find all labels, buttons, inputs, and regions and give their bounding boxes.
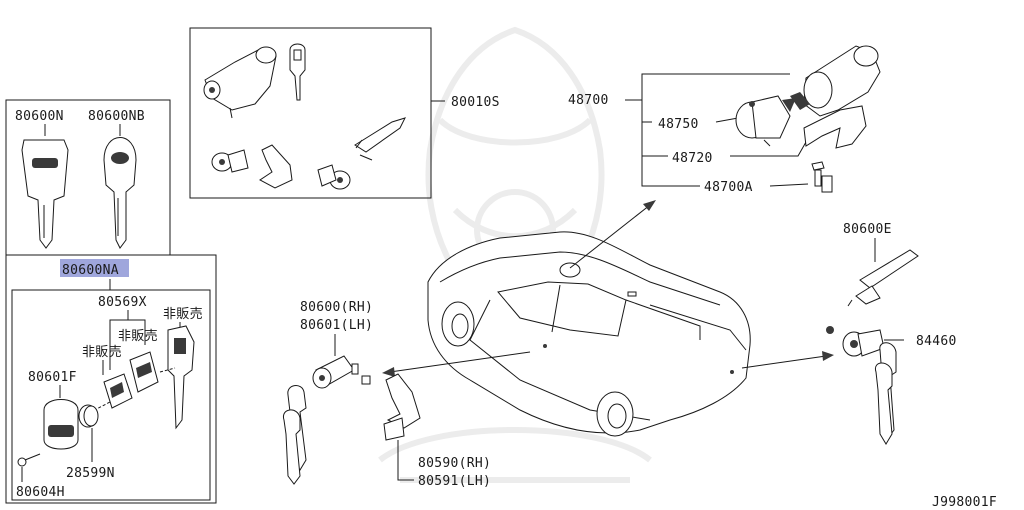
label-80590-rh: 80590(RH) [418,456,491,471]
trunk-rod-part[interactable] [847,249,919,307]
door-keys-part[interactable] [282,385,307,485]
trunk-lock-group: 80600E 84460 [826,222,957,445]
door-lock-group: 80600(RH) 80601(LH) 80590(RH) 80591(LH) [282,300,491,489]
door-rod-bracket-part[interactable] [383,373,421,441]
rear-wheel [596,391,634,437]
steering-lock-part[interactable] [203,46,277,119]
label-not-for-sale-1: 非販売 [163,306,203,322]
kit-bracket[interactable] [259,144,293,189]
label-80600N: 80600N [15,109,64,124]
key-80600NB[interactable] [103,137,137,249]
diagram-code: J998001F [932,495,997,510]
circuit-board-part[interactable] [129,351,159,393]
label-80600NA: 80600NA [62,263,119,278]
car-illustration [427,231,751,437]
keys-box-group: 80600N 80600NB [5,99,171,256]
ignition-group: 48700 48750 48720 48700A [568,45,881,195]
trunk-keys-part[interactable] [874,342,897,445]
key-kit-inner-frame [11,289,211,501]
label-48700A: 48700A [704,180,753,195]
label-84460: 84460 [916,334,957,349]
front-wheel [441,301,475,347]
screw-80604H-part[interactable] [17,453,41,467]
label-80601-lh: 80601(LH) [300,318,373,333]
label-not-for-sale-3: 非販売 [82,344,122,360]
kit-trunk-cylinder[interactable] [317,164,351,190]
highlight-80600NA [60,259,129,277]
label-28599N: 28599N [66,466,115,481]
label-80604H: 80604H [16,485,65,500]
kit-80010S-group: 80010S [189,27,500,199]
key-kit-group: 80600NA 80569X 非販売 非販売 非販売 80601F [5,254,217,504]
kit-lever[interactable] [354,117,406,161]
key-kit-outer-frame [5,254,217,504]
key-head-shell-part[interactable] [43,399,79,450]
battery-28599N-part[interactable] [78,404,99,428]
steering-lock-48700-part[interactable] [782,45,881,117]
key-chip-part[interactable] [103,373,133,409]
transponder-key-part[interactable] [167,325,195,430]
bolt-48700A-part[interactable] [811,161,833,193]
kit-80010S-frame [189,27,432,199]
arrows [382,200,834,377]
door-cylinder-part[interactable] [312,355,371,389]
label-80591-lh: 80591(LH) [418,474,491,489]
key-80600N[interactable] [21,139,69,249]
clamp-48720-part[interactable] [803,105,867,149]
label-48750: 48750 [658,117,699,132]
label-80010S: 80010S [451,95,500,110]
kit-key-part[interactable] [289,43,306,101]
label-80600E: 80600E [843,222,892,237]
trunk-cylinder-84460-part[interactable] [826,326,885,357]
label-80601F: 80601F [28,370,77,385]
kit-door-cylinder[interactable] [211,149,249,173]
ignition-switch-48750-part[interactable] [735,95,791,147]
label-80600NB: 80600NB [88,109,145,124]
label-80569X: 80569X [98,295,147,310]
label-80600-rh: 80600(RH) [300,300,373,315]
ignition-location [559,262,581,278]
label-48720: 48720 [672,151,713,166]
label-not-for-sale-2: 非販売 [118,328,158,344]
label-48700: 48700 [568,93,609,108]
